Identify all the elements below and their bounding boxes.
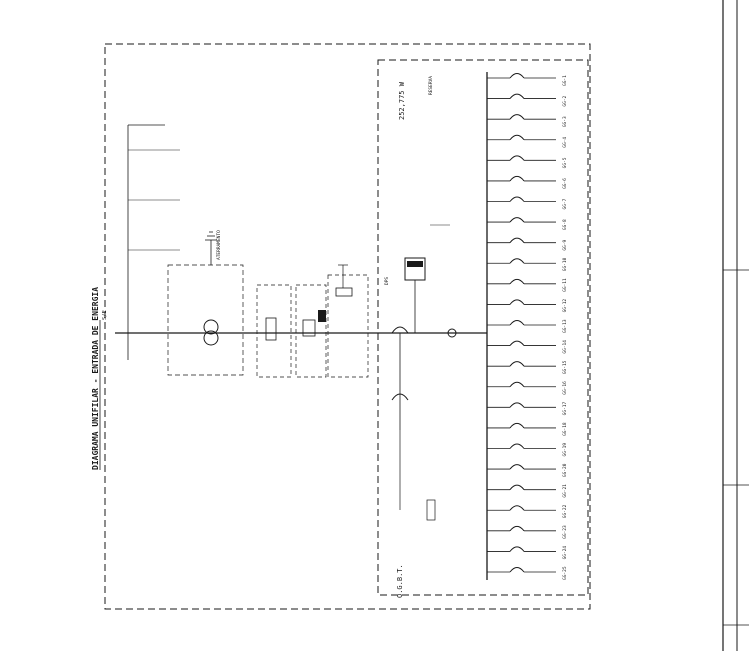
branch-circuit: GG-18 [487,422,568,436]
metering-boxes [256,264,369,378]
circuit-label: GG-13 [562,319,568,333]
diagram-title-scale: S/E [102,310,108,320]
branch-circuit: GG-8 [487,217,568,230]
title-block-frame [722,0,749,651]
circuit-label: GG-4 [562,137,568,148]
branch-circuit: GG-4 [487,134,568,148]
circuit-label: GG-12 [562,299,568,313]
circuit-label: GG-1 [562,75,568,86]
branch-circuits: GG-1GG-2GG-3GG-4GG-5GG-6GG-7GG-8GG-9GG-1… [487,73,568,580]
branch-circuit: GG-2 [487,93,568,107]
branch-circuit: GG-5 [487,155,568,168]
circuit-label: GG-25 [562,566,568,580]
branch-circuit: GG-9 [487,237,568,251]
branch-circuit: GG-14 [487,340,568,354]
circuit-label: GG-20 [562,463,568,477]
transformer-symbol [167,231,244,376]
branch-circuit: GG-1 [487,73,568,86]
main-breaker [391,326,436,521]
circuit-label: GG-14 [562,340,568,354]
main-feeder [115,124,487,360]
branch-circuit: GG-21 [487,484,568,498]
circuit-label: GG-16 [562,381,568,395]
circuit-label: GG-3 [562,116,568,127]
branch-circuit: GG-23 [487,525,568,539]
branch-circuit: GG-3 [487,114,568,127]
branch-circuit: GG-11 [487,278,568,292]
branch-circuit: GG-24 [487,546,568,560]
spare-label: RESERVA [428,76,434,95]
branch-circuit: GG-19 [487,443,568,457]
circuit-label: GG-2 [562,95,568,106]
branch-circuit: GG-12 [487,299,568,313]
protection-note: DPS [384,277,390,285]
power-label: 252,775 W [398,81,406,120]
circuit-label: GG-18 [562,422,568,436]
circuit-label: GG-8 [562,219,568,230]
circuit-label: GG-15 [562,360,568,374]
diagram-title-group: DIAGRAMA UNIFILAR - ENTRADA DE ENERGIA S… [91,287,108,470]
branch-circuit: GG-10 [487,257,568,271]
branch-circuit: GG-6 [487,175,568,189]
circuit-label: GG-9 [562,240,568,251]
surge-protection-block [404,224,457,338]
circuit-label: GG-6 [562,178,568,189]
branch-circuit: GG-22 [487,504,568,518]
circuit-label: GG-22 [562,504,568,518]
circuit-label: GG-5 [562,157,568,168]
earth-note: ATERRAMENTO [216,230,222,260]
diagram-title: DIAGRAMA UNIFILAR - ENTRADA DE ENERGIA [91,287,100,470]
branch-circuit: GG-25 [487,566,568,580]
circuit-label: GG-17 [562,401,568,415]
circuit-label: GG-19 [562,443,568,457]
outer-dashed-boundary [104,43,591,610]
circuit-label: GG-10 [562,257,568,271]
circuit-label: GG-23 [562,525,568,539]
circuit-label: GG-24 [562,546,568,560]
branch-circuit: GG-16 [487,381,568,395]
panel-label: Q.G.B.T. [396,564,404,598]
qgbt-panel-boundary [377,59,589,596]
circuit-label: GG-21 [562,484,568,498]
branch-circuit: GG-7 [487,196,568,210]
branch-circuit: GG-15 [487,360,568,374]
branch-circuit: GG-17 [487,401,568,415]
circuit-label: GG-11 [562,278,568,292]
circuit-label: GG-7 [562,198,568,209]
branch-circuit: GG-20 [487,463,568,477]
branch-circuit: GG-13 [487,319,568,333]
